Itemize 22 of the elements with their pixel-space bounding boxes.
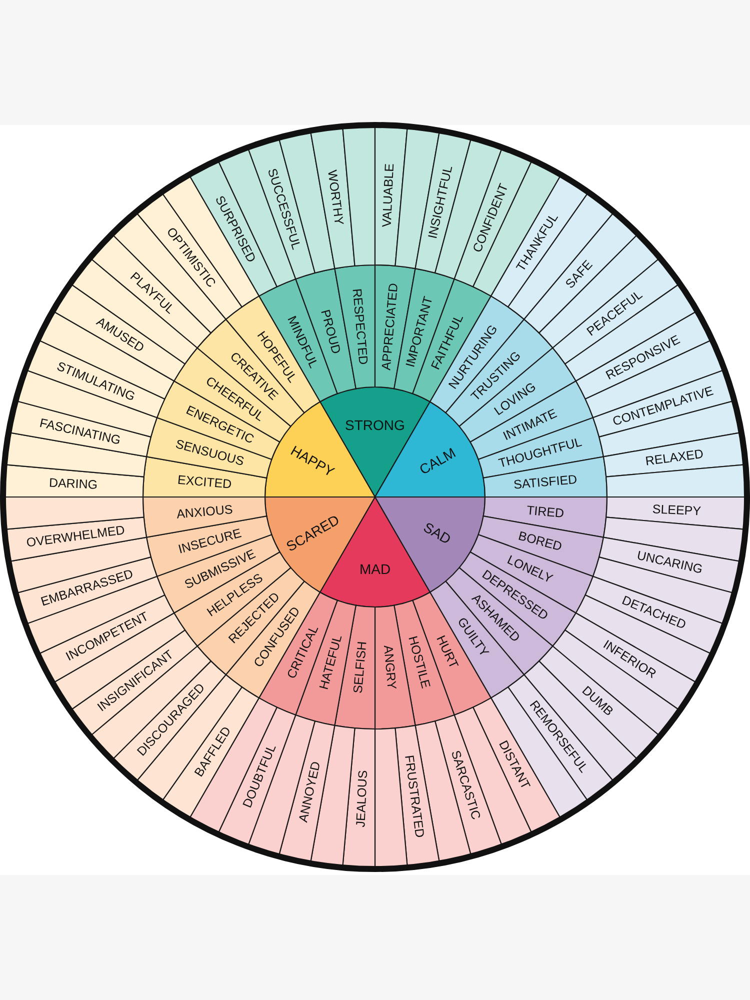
emotion-label: FRUSTRATED <box>402 754 427 839</box>
emotion-label: ANGRY <box>381 644 399 690</box>
emotion-label: APPRECIATED <box>379 282 401 371</box>
emotion-label: VALUABLE <box>380 163 397 228</box>
emotion-label: RESPECTED <box>350 288 370 366</box>
emotion-label: BORED <box>516 528 564 554</box>
emotion-label: OVERWHELMED <box>26 523 126 550</box>
emotion-label: SLEEPY <box>652 502 702 518</box>
emotion-label: TIRED <box>526 503 565 520</box>
emotion-label: ANXIOUS <box>176 502 234 522</box>
core-emotion-label: SAD <box>420 518 454 548</box>
emotion-label: PROUD <box>318 308 344 356</box>
emotion-label: RELAXED <box>644 446 704 468</box>
emotion-label: SATISFIED <box>513 472 578 492</box>
emotion-label: DARING <box>48 476 98 492</box>
emotion-label: JEALOUS <box>354 770 370 828</box>
emotion-label: EXCITED <box>177 472 232 492</box>
core-emotion-label: MAD <box>359 561 391 577</box>
emotion-label: WORTHY <box>325 169 346 226</box>
emotion-label: ANNOYED <box>296 760 324 824</box>
core-emotion-label: STRONG <box>345 417 405 433</box>
emotion-label: SELFISH <box>350 640 370 694</box>
